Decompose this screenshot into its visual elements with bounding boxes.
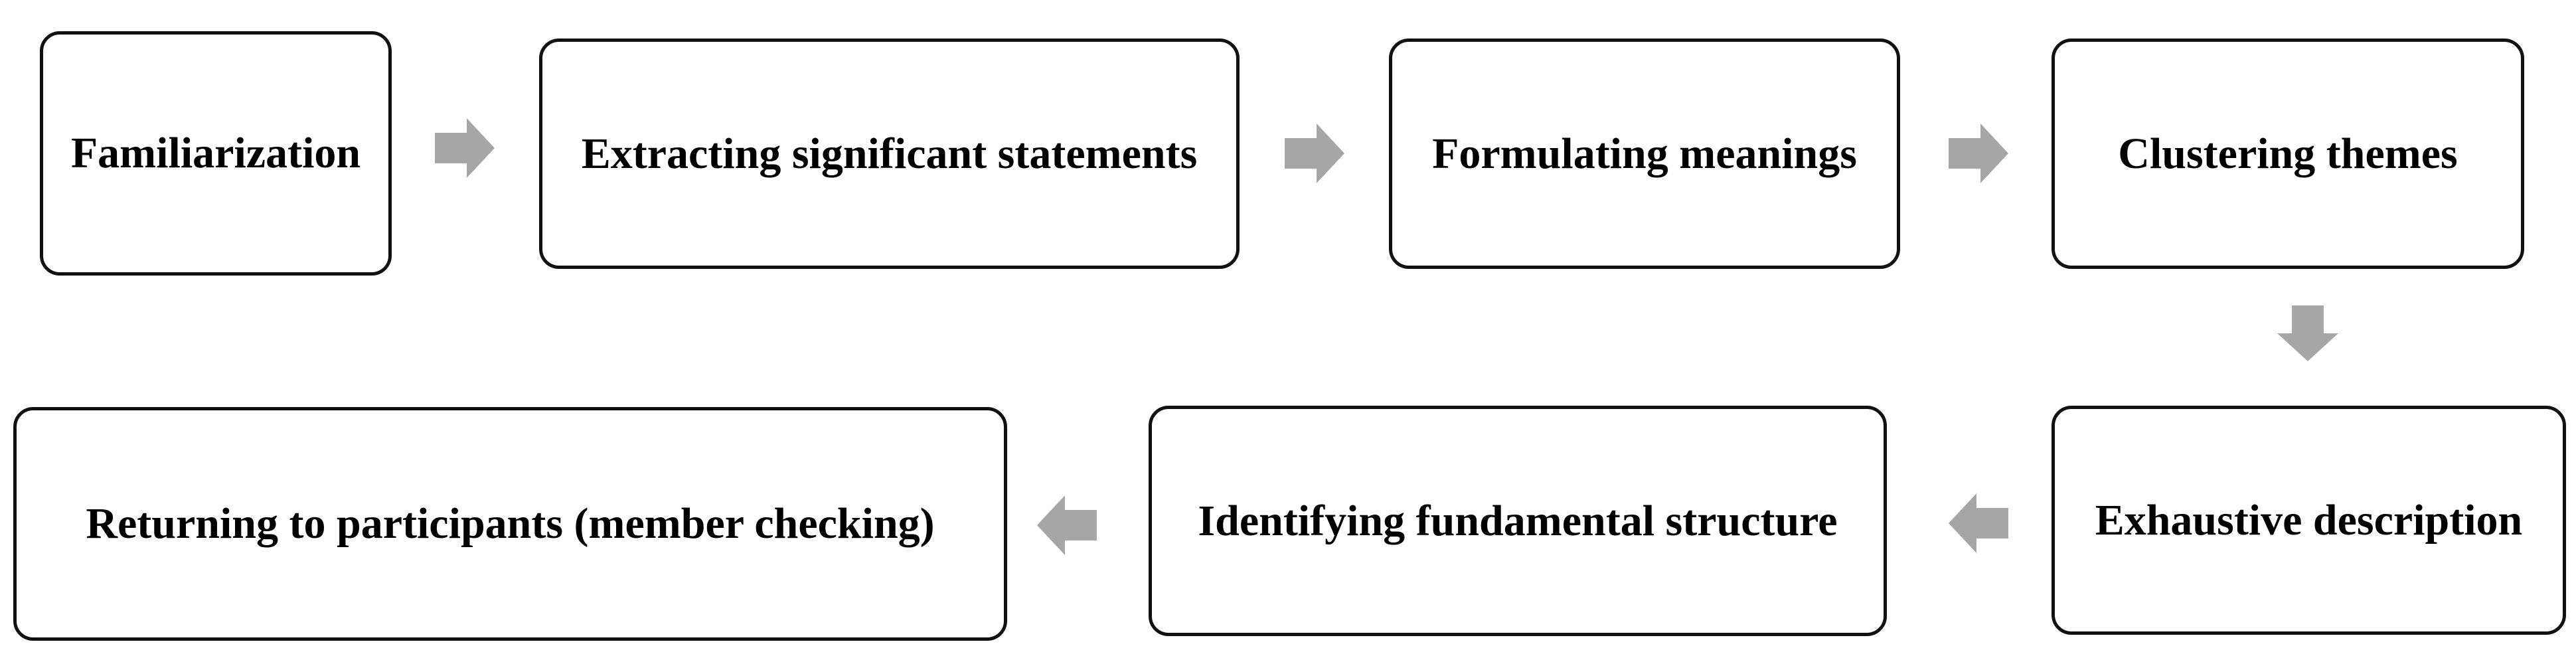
step-label-extracting-significant-statements: Extracting significant statements (581, 129, 1198, 178)
step-label-familiarization: Familiarization (70, 129, 361, 177)
step-label-identifying-fundamental-structure: Identifying fundamental structure (1198, 496, 1838, 545)
step-formulating-meanings: Formulating meanings (1389, 39, 1900, 269)
step-label-exhaustive-description: Exhaustive description (2095, 495, 2523, 544)
arrow-left-icon (1037, 495, 1097, 555)
arrow-right-icon (1949, 124, 2008, 183)
step-familiarization: Familiarization (40, 31, 392, 276)
step-extracting-significant-statements: Extracting significant statements (539, 39, 1240, 269)
arrow-down-icon (2277, 305, 2338, 361)
step-label-clustering-themes: Clustering themes (2118, 129, 2458, 178)
arrow-right-icon (435, 118, 495, 178)
step-label-formulating-meanings: Formulating meanings (1432, 129, 1857, 178)
step-returning-to-participants: Returning to participants (member checki… (13, 407, 1007, 641)
arrow-left-icon (1949, 493, 2008, 553)
step-label-returning-to-participants: Returning to participants (member checki… (86, 499, 935, 548)
step-clustering-themes: Clustering themes (2052, 39, 2524, 269)
arrow-right-icon (1285, 124, 1344, 183)
step-exhaustive-description: Exhaustive description (2052, 406, 2566, 635)
step-identifying-fundamental-structure: Identifying fundamental structure (1149, 406, 1887, 636)
